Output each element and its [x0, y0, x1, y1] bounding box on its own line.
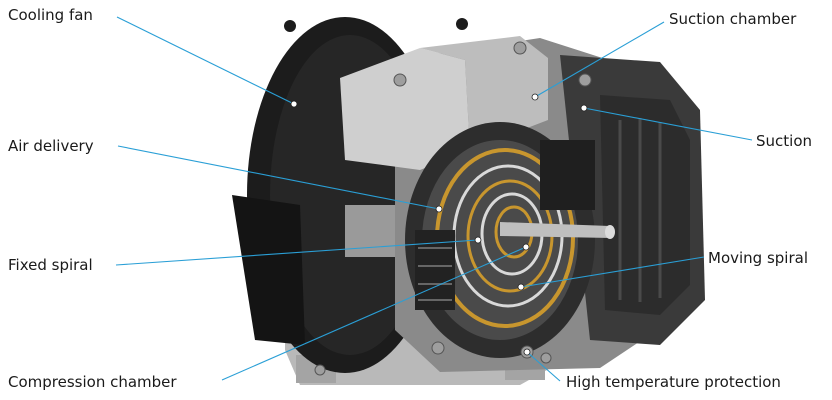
bolt	[578, 73, 592, 87]
fixed-spiral-plate	[422, 140, 578, 340]
leader-compression-chamber	[221, 246, 527, 381]
marker-fixed-spiral	[474, 236, 482, 244]
moving-spiral-ribs	[540, 140, 595, 210]
bolt	[513, 41, 527, 55]
marker-air-delivery	[435, 205, 443, 213]
marker-suction	[580, 104, 588, 112]
leader-suction-chamber	[534, 21, 665, 98]
fan-hook	[456, 18, 468, 30]
bolt	[431, 341, 445, 355]
label-cooling-fan: Cooling fan	[8, 6, 93, 24]
marker-cooling-fan	[290, 100, 298, 108]
marker-high-temperature-protection	[523, 348, 531, 356]
leader-moving-spiral	[520, 256, 705, 288]
marker-compression-chamber	[522, 243, 530, 251]
marker-suction-chamber	[531, 93, 539, 101]
leader-high-temperature-protection	[526, 351, 561, 382]
label-suction-chamber: Suction chamber	[669, 10, 797, 28]
bolt	[540, 352, 552, 364]
label-air-delivery: Air delivery	[8, 137, 94, 155]
delivery-port-housing	[340, 48, 470, 170]
leader-cooling-fan	[116, 16, 295, 105]
label-moving-spiral: Moving spiral	[708, 249, 808, 267]
leader-suction	[583, 107, 753, 141]
leader-air-delivery	[117, 145, 440, 210]
rear-cover-ribs	[600, 95, 690, 315]
upper-housing	[420, 36, 548, 150]
marker-moving-spiral	[517, 283, 525, 291]
label-suction: Suction	[756, 132, 813, 150]
fan-duct	[232, 195, 305, 345]
leader-fixed-spiral	[115, 239, 479, 266]
fan-hook	[284, 20, 296, 32]
label-high-temperature-protection: High temperature protection	[566, 373, 781, 391]
label-fixed-spiral: Fixed spiral	[8, 256, 93, 274]
label-compression-chamber: Compression chamber	[8, 373, 177, 391]
drive-shaft	[500, 222, 612, 238]
shaft-end	[605, 225, 615, 239]
bolt	[393, 73, 407, 87]
bolt	[314, 364, 326, 376]
